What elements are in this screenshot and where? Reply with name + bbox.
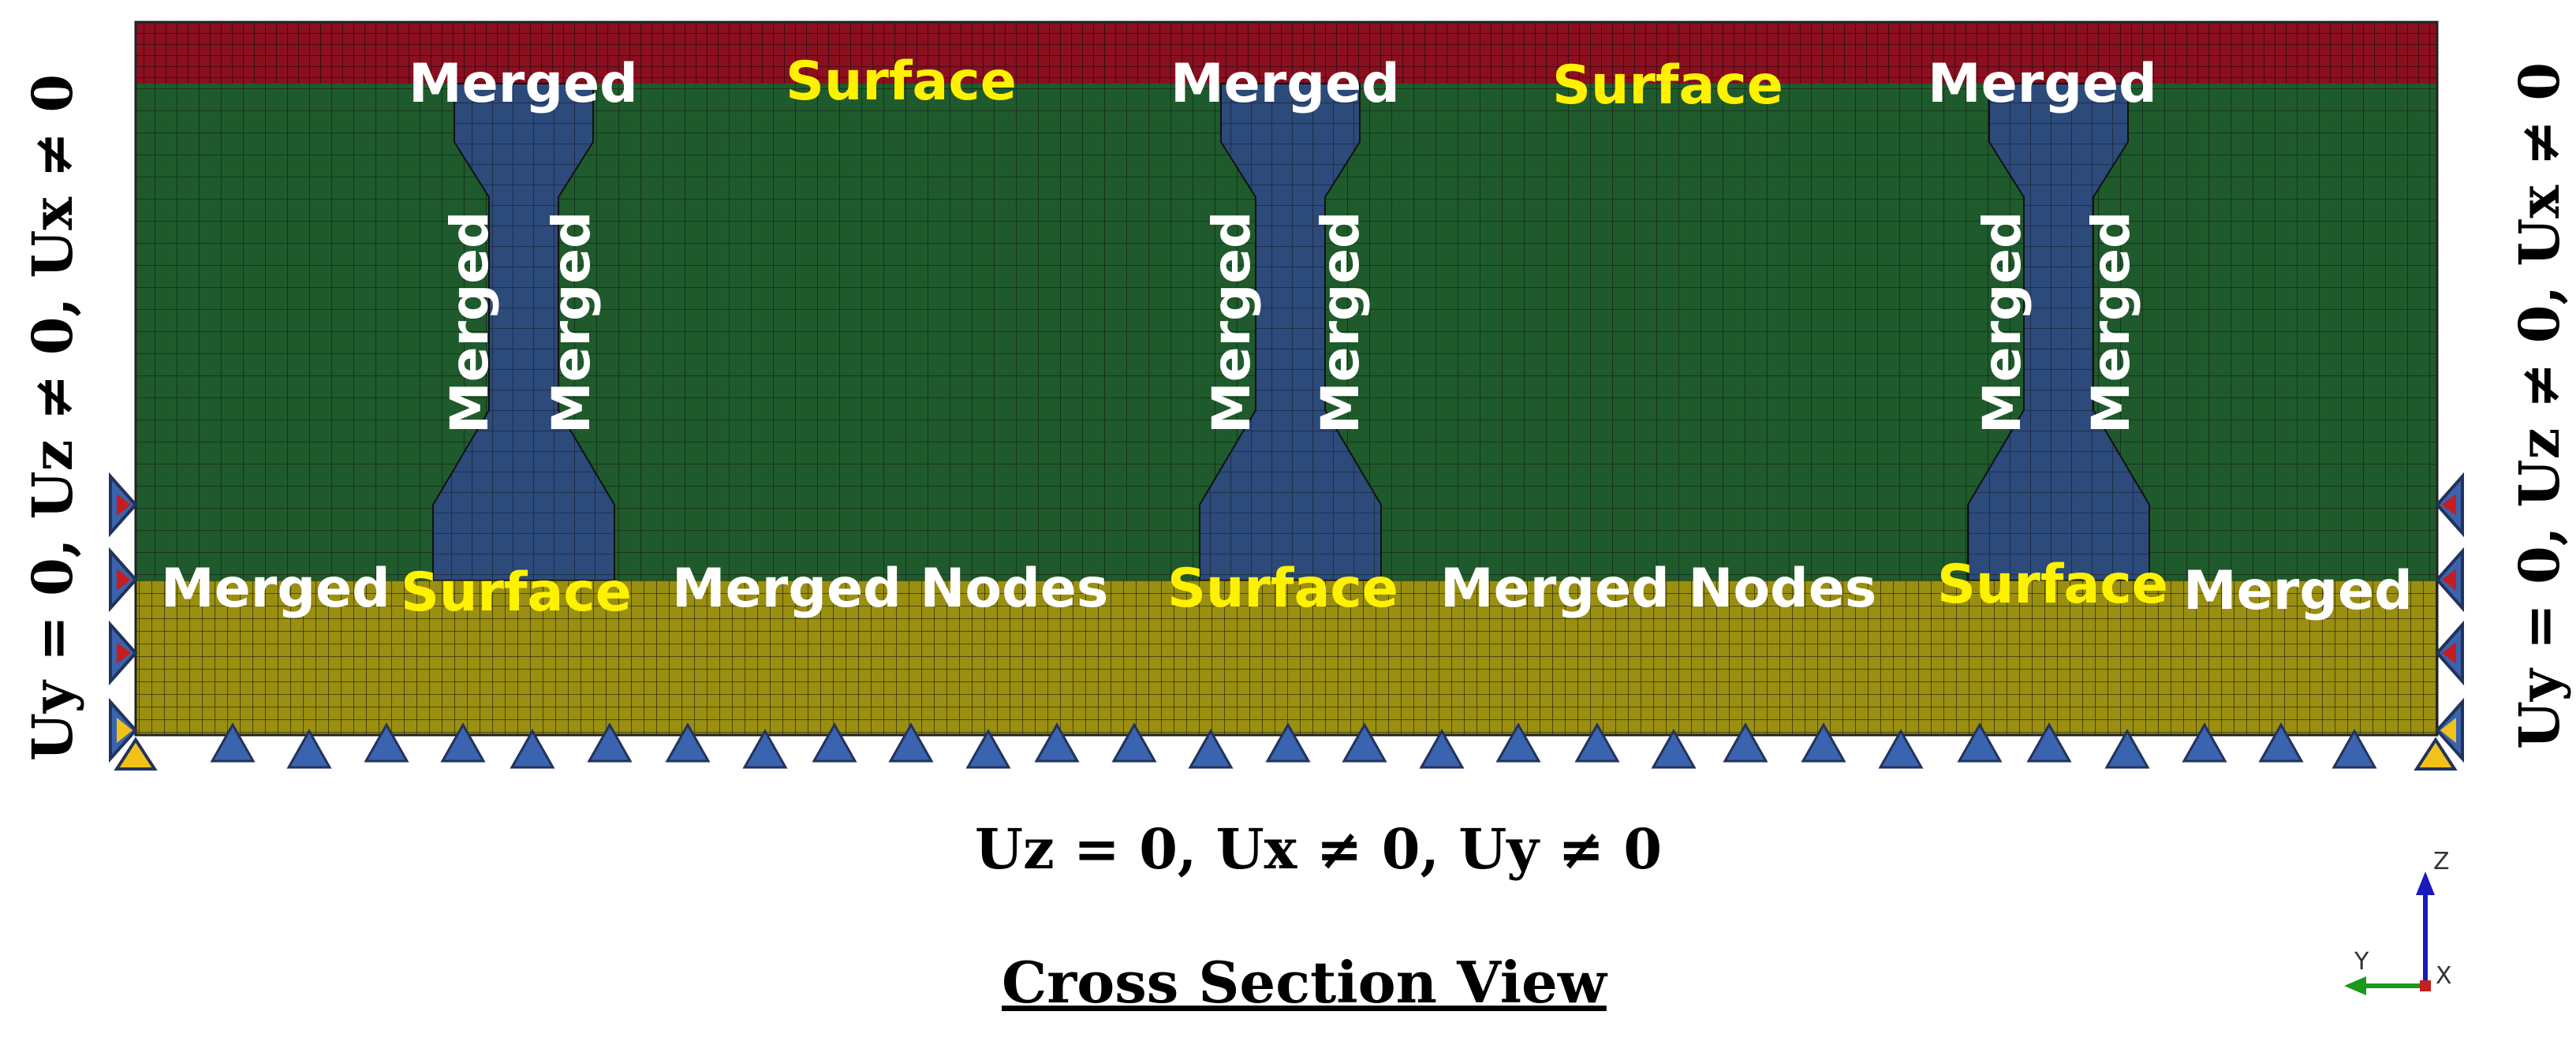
support-triangle-9 (812, 722, 857, 763)
axis-y-label: Y (2354, 948, 2369, 976)
label-vertical-merged-1: Merged (439, 211, 500, 434)
left-support-marker-1 (117, 494, 131, 516)
label-top-merged-3: Merged (1928, 53, 2157, 115)
top-layer-mesh (136, 22, 2437, 84)
left-supports (109, 472, 138, 763)
support-triangle-19 (1574, 722, 1620, 763)
support-triangle-22 (1801, 722, 1846, 763)
label-vertical-merged-5: Merged (1972, 211, 2033, 434)
left-support-marker-4 (117, 718, 133, 743)
label-bottom-merged-nodes-1: Merged Nodes (672, 558, 1109, 620)
support-triangle-27 (2182, 722, 2227, 763)
support-triangle-4 (440, 722, 486, 763)
axes-triad (2344, 871, 2435, 995)
bc-right-label: Uy = 0, Uz ≠ 0, Ux ≠ 0 (2507, 62, 2572, 749)
pillars (432, 83, 2150, 581)
support-triangle-1 (210, 722, 256, 763)
support-triangle-8 (742, 728, 788, 769)
figure-title: Cross Section View (1002, 949, 1607, 1016)
support-triangle-14 (1188, 728, 1234, 769)
support-triangle-23 (1878, 728, 1924, 769)
support-triangle-10 (888, 722, 934, 763)
axis-y-arrow (2344, 976, 2366, 995)
support-triangle-3 (364, 722, 409, 763)
axis-x-marker (2420, 980, 2431, 991)
label-vertical-merged-4: Merged (1310, 211, 1371, 434)
label-bottom-merged-nodes-2: Merged Nodes (1440, 558, 1877, 620)
left-support-marker-3 (117, 642, 131, 664)
label-bottom-surface-3: Surface (1937, 554, 2168, 616)
axis-z-arrow (2416, 871, 2435, 895)
support-triangle-20 (1651, 728, 1697, 769)
bc-left-label: Uy = 0, Uz ≠ 0, Ux ≠ 0 (20, 73, 85, 761)
label-vertical-merged-6: Merged (2081, 211, 2141, 434)
right-support-marker-1 (2442, 494, 2456, 516)
label-bottom-surface-2: Surface (1167, 558, 1398, 620)
support-triangle-12 (1034, 722, 1080, 763)
right-support-marker-2 (2442, 569, 2456, 591)
corner-support-left (114, 737, 158, 771)
support-triangle-6 (587, 722, 633, 763)
label-top-merged-1: Merged (409, 53, 638, 115)
support-triangle-13 (1111, 722, 1157, 763)
support-triangle-7 (665, 722, 711, 763)
label-bottom-surface-1: Surface (401, 562, 632, 624)
support-triangle-17 (1419, 728, 1465, 769)
left-support-marker-2 (117, 569, 131, 591)
support-triangle-16 (1342, 722, 1387, 763)
axis-z-label: Z (2433, 848, 2450, 875)
label-top-merged-2: Merged (1170, 53, 1400, 115)
support-triangle-28 (2258, 722, 2304, 763)
label-top-surface-2: Surface (1552, 54, 1783, 117)
support-triangle-21 (1723, 722, 1768, 763)
support-triangle-2 (286, 728, 332, 769)
right-support-marker-4 (2440, 718, 2456, 743)
bottom-layer-mesh (136, 580, 2437, 735)
support-triangle-15 (1265, 722, 1311, 763)
label-top-surface-1: Surface (786, 50, 1017, 113)
support-triangle-26 (2104, 728, 2150, 769)
support-triangle-18 (1495, 722, 1541, 763)
label-bottom-merged-left: Merged (161, 558, 390, 620)
support-triangle-5 (510, 728, 555, 769)
support-triangle-25 (2026, 722, 2072, 763)
right-support-marker-3 (2442, 642, 2456, 664)
corner-support-right (2414, 737, 2458, 771)
label-bottom-merged-right: Merged (2183, 560, 2413, 622)
support-triangle-11 (965, 728, 1011, 769)
support-triangle-24 (1957, 722, 2003, 763)
label-vertical-merged-3: Merged (1201, 211, 1262, 434)
bc-bottom-label: Uz = 0, Ux ≠ 0, Uy ≠ 0 (975, 816, 1663, 882)
bottom-supports (114, 722, 2458, 771)
axis-x-label: X (2436, 962, 2452, 990)
right-supports (2435, 472, 2464, 763)
support-triangle-29 (2331, 728, 2377, 769)
label-vertical-merged-2: Merged (541, 211, 602, 434)
